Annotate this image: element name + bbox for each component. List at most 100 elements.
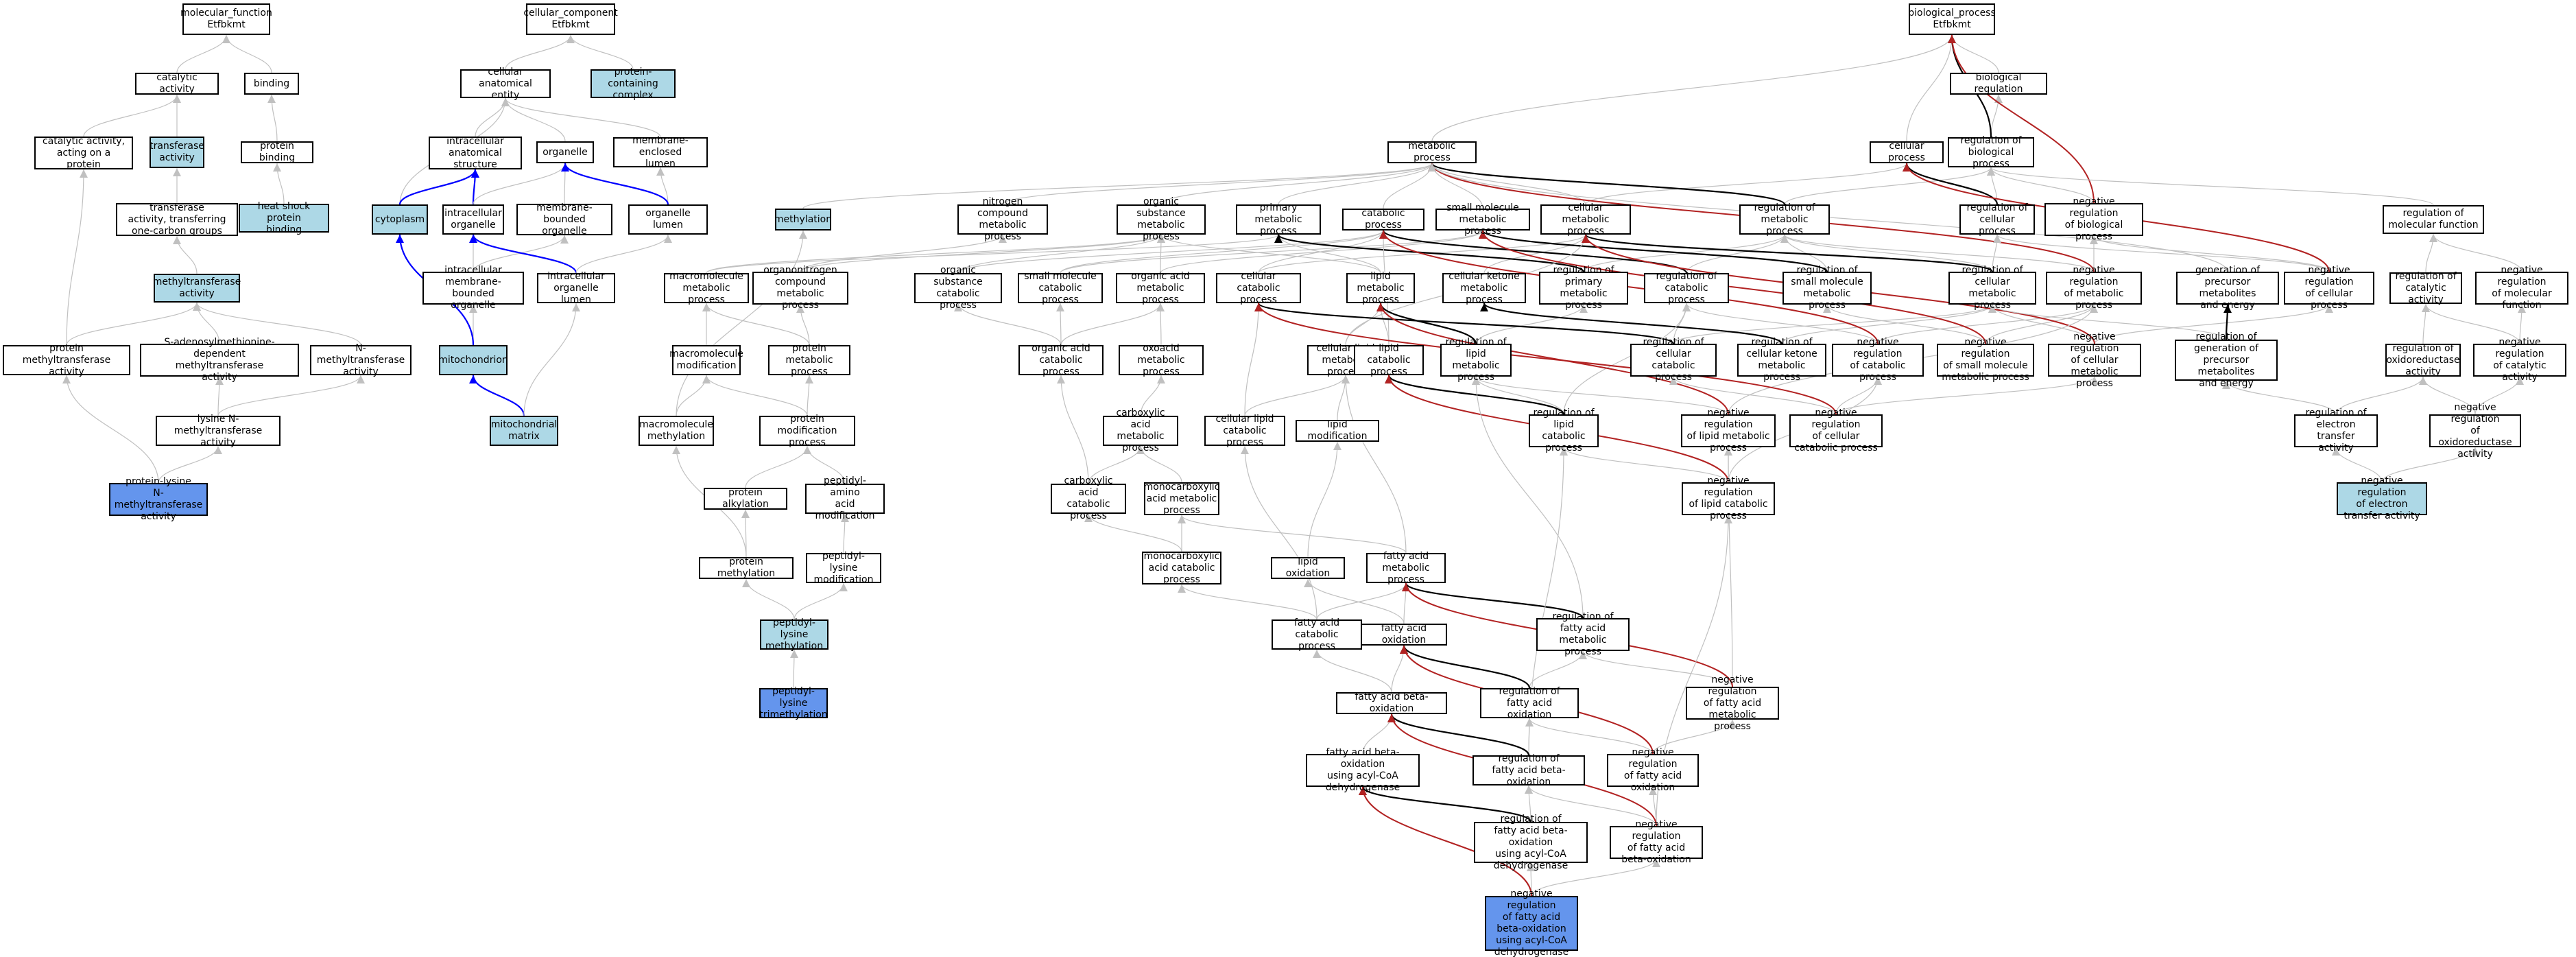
go-term-reg-fa-beta: regulation of fatty acid beta-oxidation (1472, 753, 1585, 788)
edge-is-a-smcp-to-smmp (1060, 230, 1487, 274)
edge-is-a-ias-to-cae (475, 97, 510, 137)
edge-is-a-lipid-mod-to-clmp (1337, 375, 1350, 421)
go-term-mcamp: monocarboxylic acid metabolic process (1143, 481, 1220, 516)
edge-is-a-neg-reg-lcp-to-reg-lcp (1560, 447, 1729, 483)
go-term-cmp: cellular metabolic process (1540, 202, 1631, 237)
edge-is-a-oacp-to-smcp (1056, 303, 1065, 346)
go-term-cc: cellular_component Etfbkmt (523, 3, 618, 35)
edge-is-a-fa-beta-to-facp (1313, 649, 1392, 693)
go-term-reg-pmp: regulation of primary metabolic process (1539, 265, 1628, 311)
go-term-methylation: methylation (774, 209, 832, 231)
edge-is-a-reg-lmp-to-reg-pmp (1475, 304, 1588, 344)
go-term-reg-smmp: regulation of small molecule metabolic p… (1782, 265, 1872, 311)
go-term-plk-nmt: protein-lysine N-methyltransferase activ… (109, 476, 208, 522)
go-term-smmp: small molecule metabolic process (1435, 202, 1530, 237)
go-term-pep-lys-mod: peptidyl-lysine modification (806, 551, 881, 585)
go-term-prot-met: protein metabolic process (768, 343, 850, 377)
go-term-cat-act: catalytic activity (135, 72, 219, 95)
go-term-fa-ox: fatty acid oxidation (1361, 623, 1447, 646)
edge-is-a-oncmp-to-ncmp (800, 234, 1007, 272)
edge-is-a-osmp-to-met-proc (1160, 163, 1436, 205)
go-term-fa-beta-acoa: fatty acid beta-oxidation using acyl-CoA… (1306, 747, 1420, 793)
go-term-lcp: lipid catabolic process (1354, 343, 1424, 377)
edge-regulates-reg-fa-ox-to-fa-ox (1400, 645, 1531, 689)
edge-is-a-methylation-to-met-proc (802, 163, 1436, 209)
edge-is-a-prot-met-to-oncmp (796, 304, 810, 346)
edge-is-a-reg-ckmp-to-reg-cmp (1781, 304, 1996, 344)
edge-is-a-prot-met-to-mmp (702, 303, 810, 346)
edge-is-a-iol-to-ol (575, 234, 672, 274)
edge-is-a-neg-reg-smmp-to-reg-smmp (1823, 304, 1986, 344)
edge-is-a-neg-reg-cat-act-to-neg-reg-mf (2517, 304, 2526, 344)
edge-is-a-lmp-to-pmp (1274, 234, 1381, 274)
go-term-reg-mol-func: regulation of molecular function (2383, 205, 2484, 234)
go-term-pep-lys-trimeth: peptidyl-lysine trimethylation (759, 685, 828, 720)
go-term-mito: mitochondrion (438, 345, 508, 375)
go-term-neg-reg-bio: negative regulation of biological proces… (2044, 196, 2143, 242)
go-term-mbo: membrane-bounded organelle (516, 202, 612, 237)
go-term-neg-reg-met: negative regulation of metabolic process (2046, 265, 2142, 311)
go-term-io: intracellular organelle (442, 204, 504, 235)
go-term-neg-reg-lmp: negative regulation of lipid metabolic p… (1681, 407, 1776, 453)
edge-is-a-reg-cat-to-reg-met (1686, 234, 1789, 274)
edge-is-a-oxoacid-to-oamp (1156, 303, 1165, 346)
go-term-reg-fa-beta-acoa: regulation of fatty acid beta-oxidation … (1474, 814, 1588, 871)
edge-is-a-neg-reg-cat-to-neg-reg-met (1877, 304, 2098, 344)
go-term-mm-mod: macromolecule modification (669, 345, 743, 375)
edge-is-a-neg-reg-cat-to-reg-cat (1682, 303, 1879, 344)
go-term-iol: intracellular organelle lumen (537, 271, 615, 305)
edge-is-a-oncmp-to-osmp (800, 234, 1165, 272)
edge-is-a-neg-reg-cell-to-reg-cell (1993, 234, 2330, 272)
edge-negatively-regulates-neg-reg-bio-to-bp (1948, 34, 2095, 204)
edge-is-a-facp-to-clcp (1241, 445, 1317, 620)
edge-is-a-reg-ccp-to-reg-cmp (1673, 304, 1996, 344)
edge-is-a-facp-to-mcacp (1178, 584, 1317, 620)
edge-regulates-reg-fa-beta-to-fa-beta (1387, 713, 1530, 756)
edge-is-a-cat-act-protein-to-cat-act (83, 94, 181, 137)
edge-is-a-lys-n-mt-to-sam-mt (215, 376, 224, 416)
edge-regulates-reg-cat-to-catabolic (1379, 230, 1688, 274)
go-term-reg-met: regulation of metabolic process (1739, 202, 1830, 237)
edge-is-a-ol-to-mel (656, 167, 669, 205)
edge-is-a-oscp-to-osmp (957, 234, 1165, 274)
edge-is-a-methyltransferase-to-transferase-onec (173, 235, 198, 274)
edge-is-a-imbo-to-mbo (473, 235, 569, 272)
edge-is-a-mm-methylation-to-methylation (676, 230, 807, 416)
edge-is-a-pcc-to-cc (567, 34, 634, 70)
edge-is-a-neg-reg-cmp-to-reg-cmp (1988, 304, 2095, 344)
go-term-lipid-ox: lipid oxidation (1271, 556, 1345, 579)
edge-regulates-reg-ckmp-to-ckmp (1480, 303, 1783, 344)
edge-regulates-reg-cmp-to-cmp (1582, 233, 1994, 273)
edge-is-a-oacp-to-oscp (954, 303, 1062, 346)
edge-is-a-neg-reg-eta-to-neg-reg-oxido (2381, 447, 2479, 483)
go-term-hsp-binding: heat shock protein binding (239, 201, 329, 235)
go-term-prot-mod: protein modification process (759, 414, 855, 448)
edge-is-a-reg-lcp-to-reg-cat (1563, 303, 1691, 415)
edge-is-a-neg-reg-ccp-to-reg-ccp (1669, 376, 1837, 415)
edge-is-a-protein-mt-to-cat-act-protein (66, 169, 88, 346)
go-term-transferase: transferase activity (150, 137, 204, 168)
edge-is-a-smcp-to-catabolic (1060, 230, 1387, 274)
go-term-prot-methylation: protein methylation (699, 556, 794, 579)
edge-regulates-reg-gen-prec-to-gen-prec (2223, 304, 2232, 340)
edge-is-a-cat-act-to-mf (176, 34, 230, 73)
go-term-oamp: organic acid metabolic process (1116, 271, 1205, 305)
go-term-protein-mt: protein methyltransferase activity (3, 343, 130, 377)
edge-is-a-neg-reg-fa-ox-to-reg-fa-ox (1525, 718, 1654, 755)
edge-is-a-mbo-to-organelle (560, 163, 569, 204)
go-term-fa-beta: fatty acid beta-oxidation (1336, 692, 1447, 714)
go-term-oncmp: organonitrogen compound metabolic proces… (752, 265, 848, 311)
edge-is-a-pep-lys-meth-to-prot-methylation (742, 578, 795, 620)
edge-is-a-binding-to-mf (222, 34, 272, 73)
edge-is-a-prot-mod-to-prot-met (804, 375, 813, 416)
edge-is-a-reg-eta-to-reg-gen-prec (2222, 380, 2337, 415)
go-term-smcp: small molecule catabolic process (1018, 271, 1103, 305)
go-term-pep-aa-mod: peptidyl-amino acid modification (805, 475, 885, 521)
edge-is-a-neg-reg-cat-act-to-reg-cat-act (2422, 303, 2520, 344)
go-term-lipid-mod: lipid modification (1296, 419, 1379, 442)
edge-is-a-pep-lys-meth-to-pep-lys-mod (794, 582, 848, 620)
go-term-reg-eta: regulation of electron transfer activity (2294, 407, 2378, 453)
edge-is-a-cmp-to-cell-proc (1585, 163, 1911, 205)
edge-regulates-reg-smmp-to-smmp (1479, 229, 1828, 273)
